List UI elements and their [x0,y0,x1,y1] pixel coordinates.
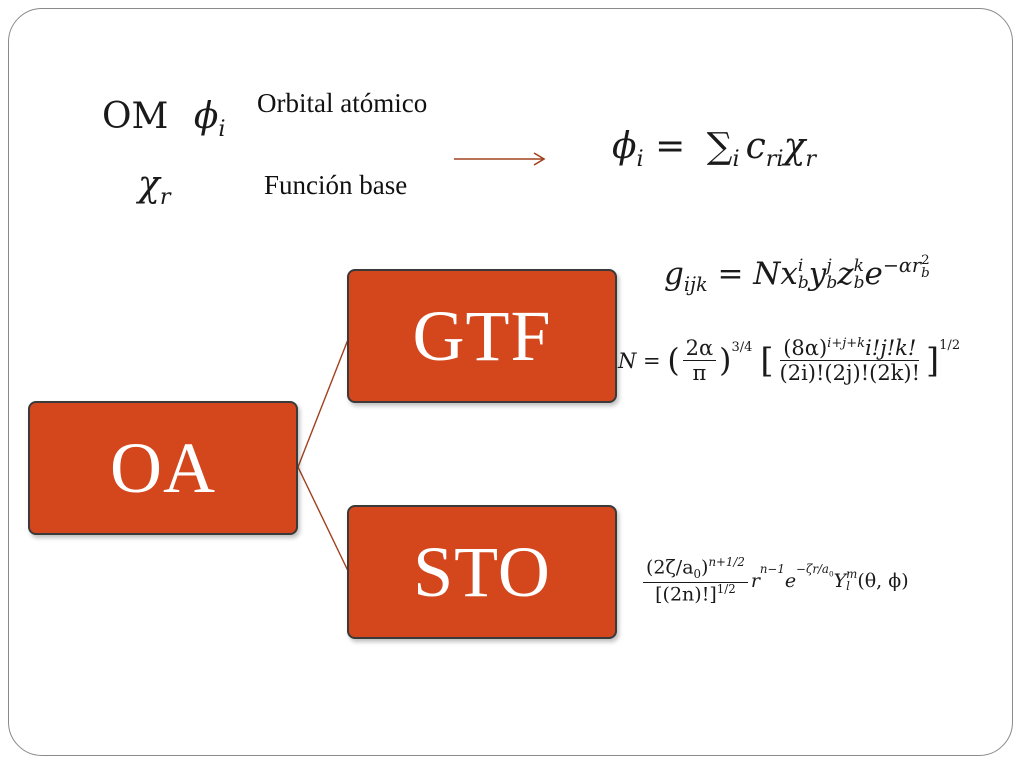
funcion-base-label: Función base [264,170,408,200]
lcao-phi-sub: i [636,146,644,173]
sto-Y-sup: m [846,567,858,582]
gtf-x-sup: i [797,256,804,277]
lcao-c-sub: ri [765,146,784,173]
sto-frac: (2ζ/a0)n+1/2 [(2n)!]1/2 [643,555,748,606]
norm-N: N [618,348,637,373]
sto-Y-sub: l [846,578,850,593]
sto-e-sup: −ζr/a [796,562,829,576]
chi-letter: χ [138,164,160,205]
sto-num-close: ) [701,556,709,579]
sto-frac-den: [(2n)!]1/2 [652,581,739,606]
gtf-y-sup: j [826,256,832,277]
norm-bracket-close: ] [926,341,940,381]
om-symbol: OM ϕi [102,96,226,142]
om-label: OM [102,96,169,137]
norm-paren-close: ) [719,342,732,379]
sto-frac-num: (2ζ/a0)n+1/2 [643,555,748,583]
gtf-label: GTF [412,295,552,376]
gtf-e-sup: −αr [882,254,922,278]
norm-frac-2-num-sup: i+j+k [827,336,866,351]
lcao-equals: = [643,126,697,167]
gtf-g: g [664,255,684,292]
norm-frac-2-num: (8α)i+j+ki!j!k! [780,336,920,362]
oa-label: OA [110,427,216,508]
gtf-e-sup-sub: b [921,266,930,282]
chi-subscript: r [159,184,171,211]
orbital-atomico-label: Orbital atómico [257,88,428,118]
sto-e: e [784,569,797,592]
norm-equals: = [636,348,668,373]
norm-exp-1: 3/4 [731,340,753,355]
gtf-g-sub: ijk [683,272,708,296]
sto-num-sub: 0 [693,567,702,582]
gtf-equals: = [707,255,754,292]
chi-symbol: χr [138,164,171,210]
gtf-e: e [864,255,883,292]
sto-args: (θ, ϕ) [857,569,909,592]
gtf-y-sub: b [826,273,838,294]
gtf-z-sup: k [853,256,864,277]
gtf-e-sup-sup: 2 [921,253,930,268]
norm-frac-2-num-rest: i!j!k! [865,336,917,360]
arrow-right-icon [454,152,546,166]
sto-r-sup: n−1 [759,562,785,576]
gtf-box: GTF [347,269,617,403]
norm-frac-2-den: (2i)!(2j)!(2k)! [779,361,921,386]
sto-r: r [750,569,760,592]
gtf-N: N [753,255,781,292]
norm-bracket-open: [ [760,341,774,381]
gtf-x: x [780,255,798,292]
sto-box: STO [347,505,617,639]
lcao-sum: ∑ [706,126,733,167]
sto-label: STO [413,531,551,612]
lcao-phi: ϕ [612,126,637,167]
gtf-y: y [808,255,827,292]
phi-symbol: ϕ [193,96,219,137]
norm-frac-1-den: π [692,361,707,386]
gtf-z-sub: b [853,273,865,294]
sto-e-sup-sub: 0 [828,569,834,579]
sto-num-sup: n+1/2 [708,555,745,569]
lcao-chi-sub: r [805,146,817,173]
gtf-z: z [837,255,854,292]
norm-frac-2: (8α)i+j+ki!j!k!(2i)!(2j)!(2k)! [777,336,924,385]
sto-num-base: (2ζ/a [646,556,694,579]
norm-exp-2: 1/2 [939,338,961,353]
lcao-chi: χ [783,126,806,167]
norm-frac-1-num: 2α [682,336,717,362]
lcao-sum-sub: i [732,146,740,173]
oa-box: OA [28,401,298,535]
norm-frac-2-num-base: (8α) [783,336,828,360]
lcao-c: c [745,126,766,167]
norm-paren-open: ( [667,342,680,379]
sto-Y: Y [833,569,847,592]
sto-den-sup: 1/2 [716,581,736,596]
phi-subscript: i [218,116,226,143]
gtf-x-sub: b [797,273,809,294]
sto-den-base: [(2n)!] [655,583,717,605]
